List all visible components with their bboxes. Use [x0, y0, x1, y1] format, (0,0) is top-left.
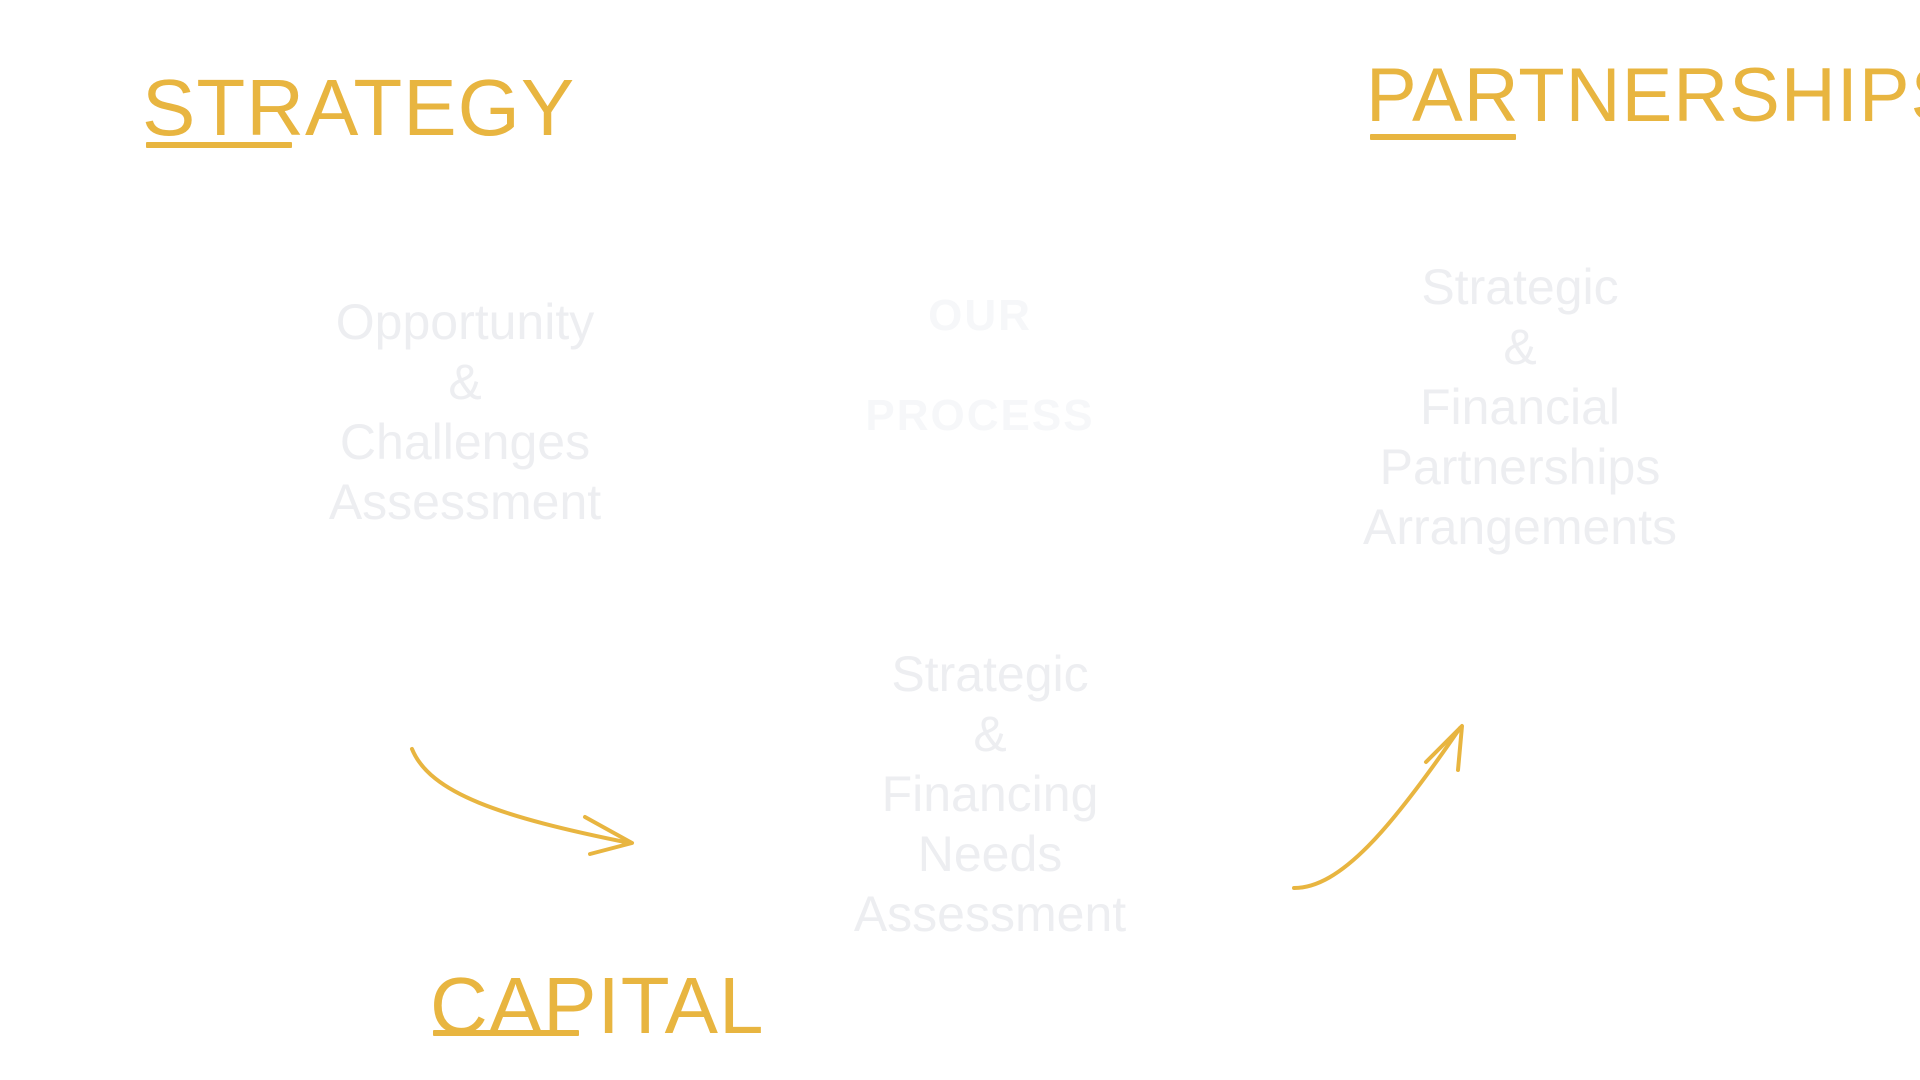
step-line: Opportunity	[335, 294, 595, 350]
partnerships-heading: PARTNERSHIPS	[1366, 53, 1920, 138]
curved-arrow-right-icon	[410, 747, 634, 856]
strategy-heading: STRATEGY	[142, 63, 576, 152]
step-line: &	[448, 354, 482, 410]
our-process-line-1: OUR	[928, 291, 1032, 340]
step-line: Assessment	[853, 886, 1127, 942]
step-line: Strategic	[1421, 259, 1619, 315]
strategy-underline	[146, 142, 292, 148]
step-line: Financial	[1419, 379, 1621, 435]
financing-needs-step: Strategic & Financing Needs Assessment	[830, 644, 1150, 944]
our-process-label: OUR PROCESS	[800, 266, 1160, 466]
step-line: Strategic	[891, 646, 1089, 702]
step-line: Financing	[881, 766, 1099, 822]
partnerships-arrangements-step: Strategic & Financial Partnerships Arran…	[1350, 257, 1690, 557]
step-line: Partnerships	[1379, 439, 1661, 495]
opportunity-assessment-step: Opportunity & Challenges Assessment	[305, 292, 625, 532]
curved-arrow-up-icon	[1292, 724, 1464, 890]
step-line: Assessment	[328, 474, 602, 530]
partnerships-underline	[1370, 134, 1516, 140]
step-line: Arrangements	[1362, 499, 1678, 555]
our-process-line-2: PROCESS	[865, 391, 1095, 440]
step-line: &	[973, 706, 1007, 762]
step-line: Challenges	[339, 414, 591, 470]
capital-underline	[433, 1030, 579, 1036]
step-line: Needs	[917, 826, 1063, 882]
step-line: &	[1503, 319, 1537, 375]
